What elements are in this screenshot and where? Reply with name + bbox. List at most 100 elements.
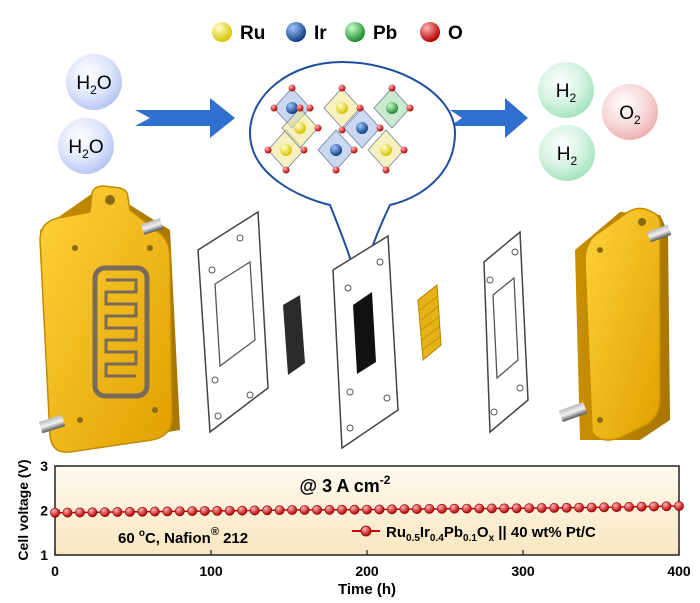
metal-atom — [330, 144, 342, 156]
x-axis-label: Time (h) — [338, 581, 396, 598]
data-point — [224, 505, 235, 516]
product-h2-bottom: H2 — [539, 125, 595, 181]
metal-atom — [280, 144, 292, 156]
x-tick-label: 400 — [667, 563, 691, 579]
metal-atom — [286, 102, 298, 114]
data-point — [112, 507, 123, 517]
oxygen-atom — [338, 126, 346, 134]
ru-legend-label: Ru — [240, 23, 265, 44]
h2o-label: H2O — [76, 73, 111, 97]
data-point — [661, 501, 672, 512]
h2-label: H2 — [557, 144, 578, 168]
ir-legend-ball — [286, 22, 306, 42]
data-point — [499, 503, 510, 514]
oxygen-atom — [296, 104, 304, 112]
data-point — [374, 504, 385, 515]
y-tick-label: 1 — [40, 547, 48, 563]
data-point — [474, 503, 485, 514]
reactant-h2o-bottom: H2O — [58, 118, 114, 174]
data-point — [561, 502, 572, 513]
legend-marker — [360, 525, 372, 537]
series-legend-label: Ru0.5Ir0.4Pb0.1Ox || 40 wt% Pt/C — [386, 524, 596, 544]
data-point — [287, 505, 298, 515]
right-end-plate — [575, 207, 670, 441]
rod-icon — [140, 218, 164, 235]
data-point — [611, 502, 622, 513]
data-point — [586, 502, 597, 513]
oxygen-atom — [306, 104, 314, 112]
data-point — [486, 503, 497, 514]
o-legend-ball — [420, 22, 440, 42]
data-point — [212, 505, 223, 516]
current-density-annotation: @ 3 A cm-2 — [300, 473, 391, 496]
data-point — [237, 505, 248, 516]
oxygen-atom — [356, 104, 364, 112]
data-point — [137, 506, 148, 517]
data-point — [624, 502, 634, 512]
data-point — [362, 504, 372, 515]
oxygen-atom — [288, 84, 296, 92]
oxygen-atom — [406, 104, 414, 112]
test-condition: 60 oC, Nafion® 212 — [118, 526, 248, 547]
data-point — [75, 507, 85, 518]
metal-atom — [380, 144, 392, 156]
data-point — [124, 506, 135, 517]
x-tick-label: 300 — [511, 563, 535, 579]
ir-legend-label: Ir — [314, 23, 327, 44]
o2-bubble — [602, 84, 658, 140]
metal-atom — [356, 122, 368, 134]
data-point — [412, 504, 422, 514]
rod-icon — [646, 224, 672, 243]
oxygen-atom — [282, 166, 290, 174]
data-point — [636, 501, 647, 512]
o-legend-label: O — [448, 23, 463, 44]
data-point — [574, 502, 585, 513]
oxygen-atom — [350, 146, 358, 154]
data-point — [62, 507, 73, 518]
data-point — [187, 506, 198, 517]
oxygen-atom — [400, 146, 408, 154]
data-point — [100, 507, 110, 518]
data-point — [424, 503, 435, 514]
gas-diffusion-layer — [283, 295, 305, 375]
data-point — [399, 504, 410, 515]
data-point — [536, 503, 547, 513]
data-point — [649, 501, 659, 512]
data-point — [50, 507, 60, 518]
oxygen-atom — [376, 124, 384, 132]
h2-bubble — [538, 62, 594, 118]
porous-transport-layer — [417, 284, 442, 361]
atom-legend: Ru Ir Pb O — [212, 22, 463, 44]
data-point — [162, 506, 173, 517]
oxygen-atom — [332, 166, 340, 174]
o2-label: O2 — [619, 103, 641, 127]
left-end-plate — [39, 185, 180, 453]
data-point — [511, 503, 522, 514]
metal-atom — [294, 122, 306, 134]
data-point — [262, 505, 273, 516]
ptl-mesh — [419, 295, 442, 351]
y-tick-label: 2 — [40, 503, 48, 519]
h2-bubble — [539, 125, 595, 181]
data-point — [337, 504, 347, 515]
data-point — [524, 503, 535, 514]
data-point — [549, 503, 560, 513]
oxygen-atom — [338, 84, 346, 92]
data-point — [349, 504, 360, 515]
product-h2-top: H2 — [538, 62, 594, 118]
oxygen-atom — [314, 124, 322, 132]
data-point — [149, 506, 160, 517]
metal-atom — [336, 102, 348, 114]
oxygen-atom — [300, 146, 308, 154]
arrow-in-icon — [135, 98, 235, 138]
h2o-label: H2O — [68, 137, 103, 161]
serpentine-flow-field — [104, 278, 138, 378]
data-point — [599, 502, 610, 513]
rod-icon — [558, 401, 588, 423]
pb-legend-ball — [345, 22, 365, 42]
data-point — [387, 504, 397, 515]
data-point — [299, 505, 310, 515]
rod-icon — [38, 414, 66, 434]
